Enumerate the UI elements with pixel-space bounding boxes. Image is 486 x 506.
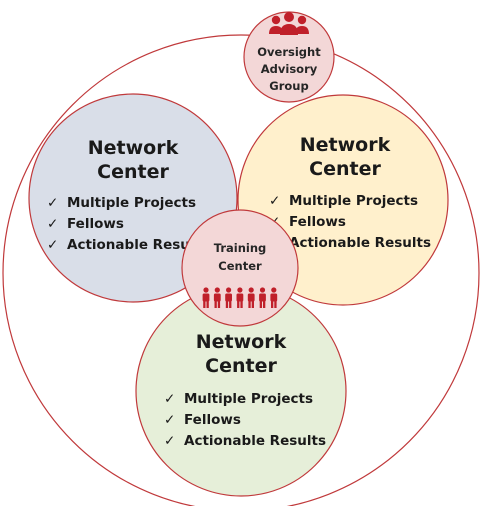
network-center-bottom-title-2: Center bbox=[205, 355, 277, 377]
oversight-label-1: Oversight bbox=[257, 45, 321, 59]
network-center-left-item-2: Fellows bbox=[67, 216, 124, 232]
network-center-right-item-2: Fellows bbox=[289, 214, 346, 230]
check-icon: ✓ bbox=[269, 193, 280, 209]
oversight-advisory-group: Oversight Advisory Group bbox=[243, 11, 335, 103]
person-icon bbox=[202, 287, 210, 308]
training-center-label-2: Center bbox=[218, 259, 262, 273]
network-center-left-title-2: Center bbox=[97, 161, 169, 183]
network-center-bottom-item-1: Multiple Projects bbox=[184, 391, 313, 407]
network-center-right-item-1: Multiple Projects bbox=[289, 193, 418, 209]
network-center-bottom-item-3: Actionable Results bbox=[184, 433, 326, 449]
network-center-bottom-title-1: Network bbox=[196, 331, 287, 353]
people-row-icon bbox=[202, 287, 278, 308]
network-center-left-title-1: Network bbox=[88, 137, 179, 159]
check-icon: ✓ bbox=[47, 237, 58, 253]
oversight-label-2: Advisory bbox=[261, 62, 318, 76]
network-center-right-title-1: Network bbox=[300, 134, 391, 156]
check-icon: ✓ bbox=[164, 433, 175, 449]
check-icon: ✓ bbox=[164, 412, 175, 428]
person-icon bbox=[213, 287, 221, 308]
person-icon bbox=[270, 287, 278, 308]
person-icon bbox=[259, 287, 266, 308]
training-center: Training Center bbox=[181, 209, 299, 327]
outer-circle bbox=[2, 34, 480, 506]
person-icon bbox=[247, 287, 255, 308]
check-icon: ✓ bbox=[47, 195, 58, 211]
network-center-right-item-3: Actionable Results bbox=[289, 235, 431, 251]
network-center-right-title-2: Center bbox=[309, 158, 381, 180]
person-icon bbox=[236, 287, 244, 308]
network-center-left-item-3: Actionable Results bbox=[67, 237, 209, 253]
network-center-left-item-1: Multiple Projects bbox=[67, 195, 196, 211]
person-icon bbox=[225, 287, 232, 308]
check-icon: ✓ bbox=[47, 216, 58, 232]
oversight-label-3: Group bbox=[269, 79, 308, 93]
training-center-circle bbox=[181, 209, 299, 327]
people-group-icon bbox=[269, 12, 309, 35]
network-center-bottom: Network Center ✓ Multiple Projects ✓ Fel… bbox=[135, 285, 347, 497]
training-center-label-1: Training bbox=[214, 241, 267, 255]
network-center-bottom-item-2: Fellows bbox=[184, 412, 241, 428]
check-icon: ✓ bbox=[164, 391, 175, 407]
